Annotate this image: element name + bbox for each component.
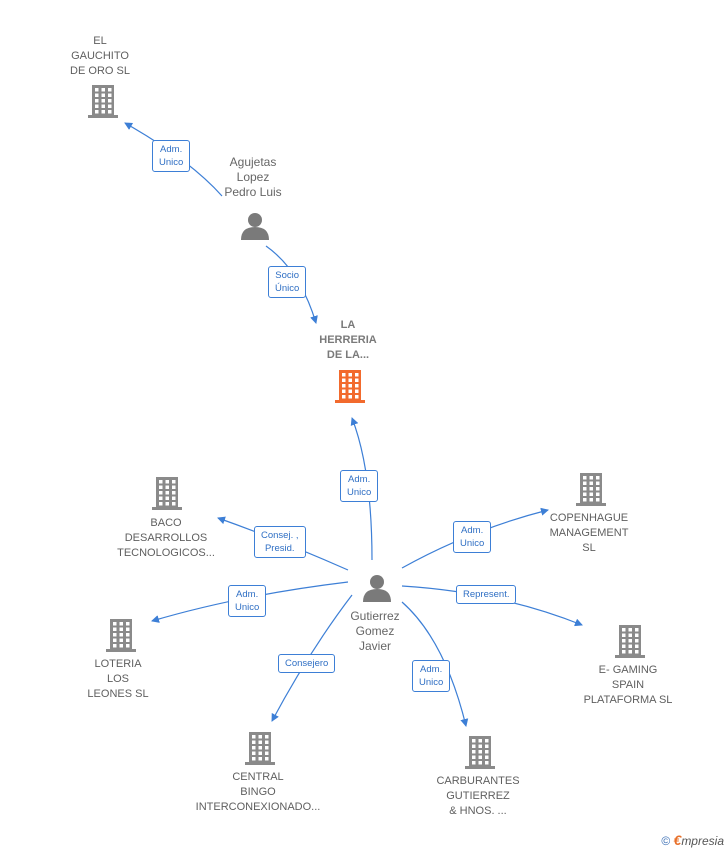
relation-text: Consej. , [261, 530, 299, 541]
node-label-loteria[interactable]: LOTERIA LOS LEONES SL [87, 657, 148, 702]
person-icon-agujetas[interactable] [241, 213, 269, 240]
node-label-line: DE ORO SL [70, 65, 130, 77]
node-label-egaming[interactable]: E- GAMING SPAIN PLATAFORMA SL [584, 663, 673, 708]
relation-text: Adm. [160, 144, 183, 155]
relation-label-loteria[interactable]: Adm. Unico [228, 585, 267, 617]
node-label-copenhague[interactable]: COPENHAGUE MANAGEMENT SL [550, 511, 629, 556]
node-label-line: LA [340, 319, 356, 331]
relation-label-herreria[interactable]: Adm. Unico [340, 470, 379, 502]
relation-text: Consejero [285, 658, 329, 669]
relation-text: Unico [235, 602, 260, 613]
person-icon-gutierrez[interactable] [363, 575, 391, 602]
relation-text: Socio [275, 270, 300, 281]
node-label-central[interactable]: CENTRAL BINGO INTERCONEXIONADO... [196, 770, 321, 815]
building-icon-loteria[interactable] [106, 619, 136, 652]
relation-text: Unico [460, 538, 485, 549]
node-label-line: GAUCHITO [71, 50, 129, 62]
node-label-line: CARBURANTES [436, 775, 520, 787]
building-icon-central[interactable] [245, 732, 275, 765]
relation-label-carburantes[interactable]: Adm. Unico [412, 660, 451, 692]
node-label-herreria[interactable]: LA HERRERIA DE LA... [319, 318, 376, 363]
node-label-line: GUTIERREZ [446, 790, 510, 802]
relation-text: Adm. [348, 474, 371, 485]
building-icon-carburantes[interactable] [465, 736, 495, 769]
relation-label-egaming[interactable]: Represent. [456, 585, 517, 604]
focus-building-icon-herreria[interactable] [335, 370, 365, 403]
building-icon-gauchito[interactable] [88, 85, 118, 118]
node-label-line: LEONES SL [87, 688, 149, 700]
node-label-gauchito[interactable]: EL GAUCHITO DE ORO SL [70, 34, 130, 79]
relation-label-baco[interactable]: Consej. , Presid. [254, 526, 306, 558]
node-label-line: PLATAFORMA SL [583, 694, 673, 706]
node-label-line: Gutierrez [350, 609, 400, 623]
node-label-line: Agujetas [229, 155, 277, 169]
node-label-line: LOS [106, 673, 130, 685]
brand-footer: © €mpresia [661, 832, 724, 848]
node-label-line: E- GAMING [598, 664, 658, 676]
building-icon-copenhague[interactable] [576, 473, 606, 506]
relation-label-copenhague[interactable]: Adm. Unico [453, 521, 492, 553]
node-label-baco[interactable]: BACO DESARROLLOS TECNOLOGICOS... [117, 516, 215, 561]
node-label-line: DE LA... [326, 349, 370, 361]
relation-text: Adm. [420, 664, 443, 675]
relation-text: Represent. [463, 589, 510, 600]
brand-name: mpresia [681, 834, 724, 848]
node-label-line: EL [93, 35, 107, 47]
building-icon-egaming[interactable] [615, 625, 645, 658]
node-label-line: COPENHAGUE [549, 512, 629, 524]
node-label-line: BACO [150, 517, 182, 529]
relation-text: Único [275, 283, 300, 294]
node-label-line: LOTERIA [94, 658, 142, 670]
edge-gutierrez-to-carburantes [401, 601, 469, 727]
node-label-line: SL [582, 542, 596, 554]
relation-text: Presid. [264, 543, 295, 554]
node-label-line: DESARROLLOS [124, 532, 208, 544]
relation-text: Unico [419, 677, 444, 688]
brand-initial: € [673, 832, 682, 848]
node-label-line: & HNOS. ... [449, 805, 507, 817]
relation-text: Adm. [236, 589, 259, 600]
node-label-carburantes[interactable]: CARBURANTES GUTIERREZ & HNOS. ... [436, 774, 519, 819]
node-label-line: CENTRAL [232, 771, 284, 783]
node-label-line: Pedro Luis [224, 185, 282, 199]
node-label-line: SPAIN [611, 679, 645, 691]
node-label-line: Lopez [236, 170, 270, 184]
building-icon-baco[interactable] [152, 477, 182, 510]
relation-text: Unico [347, 487, 372, 498]
relation-text: Adm. [461, 525, 484, 536]
copyright-icon: © [661, 834, 671, 848]
relation-label-central[interactable]: Consejero [278, 654, 336, 673]
node-label-line: INTERCONEXIONADO... [195, 801, 321, 813]
node-label-line: BINGO [240, 786, 276, 798]
node-label-line: TECNOLOGICOS... [117, 547, 215, 559]
node-label-line: HERRERIA [319, 334, 377, 346]
relation-label-gauchito[interactable]: Adm. Unico [152, 140, 191, 172]
node-label-line: Gomez [355, 624, 395, 638]
node-label-line: Javier [358, 639, 392, 653]
relation-text: Unico [159, 157, 184, 168]
node-label-line: MANAGEMENT [549, 527, 629, 539]
